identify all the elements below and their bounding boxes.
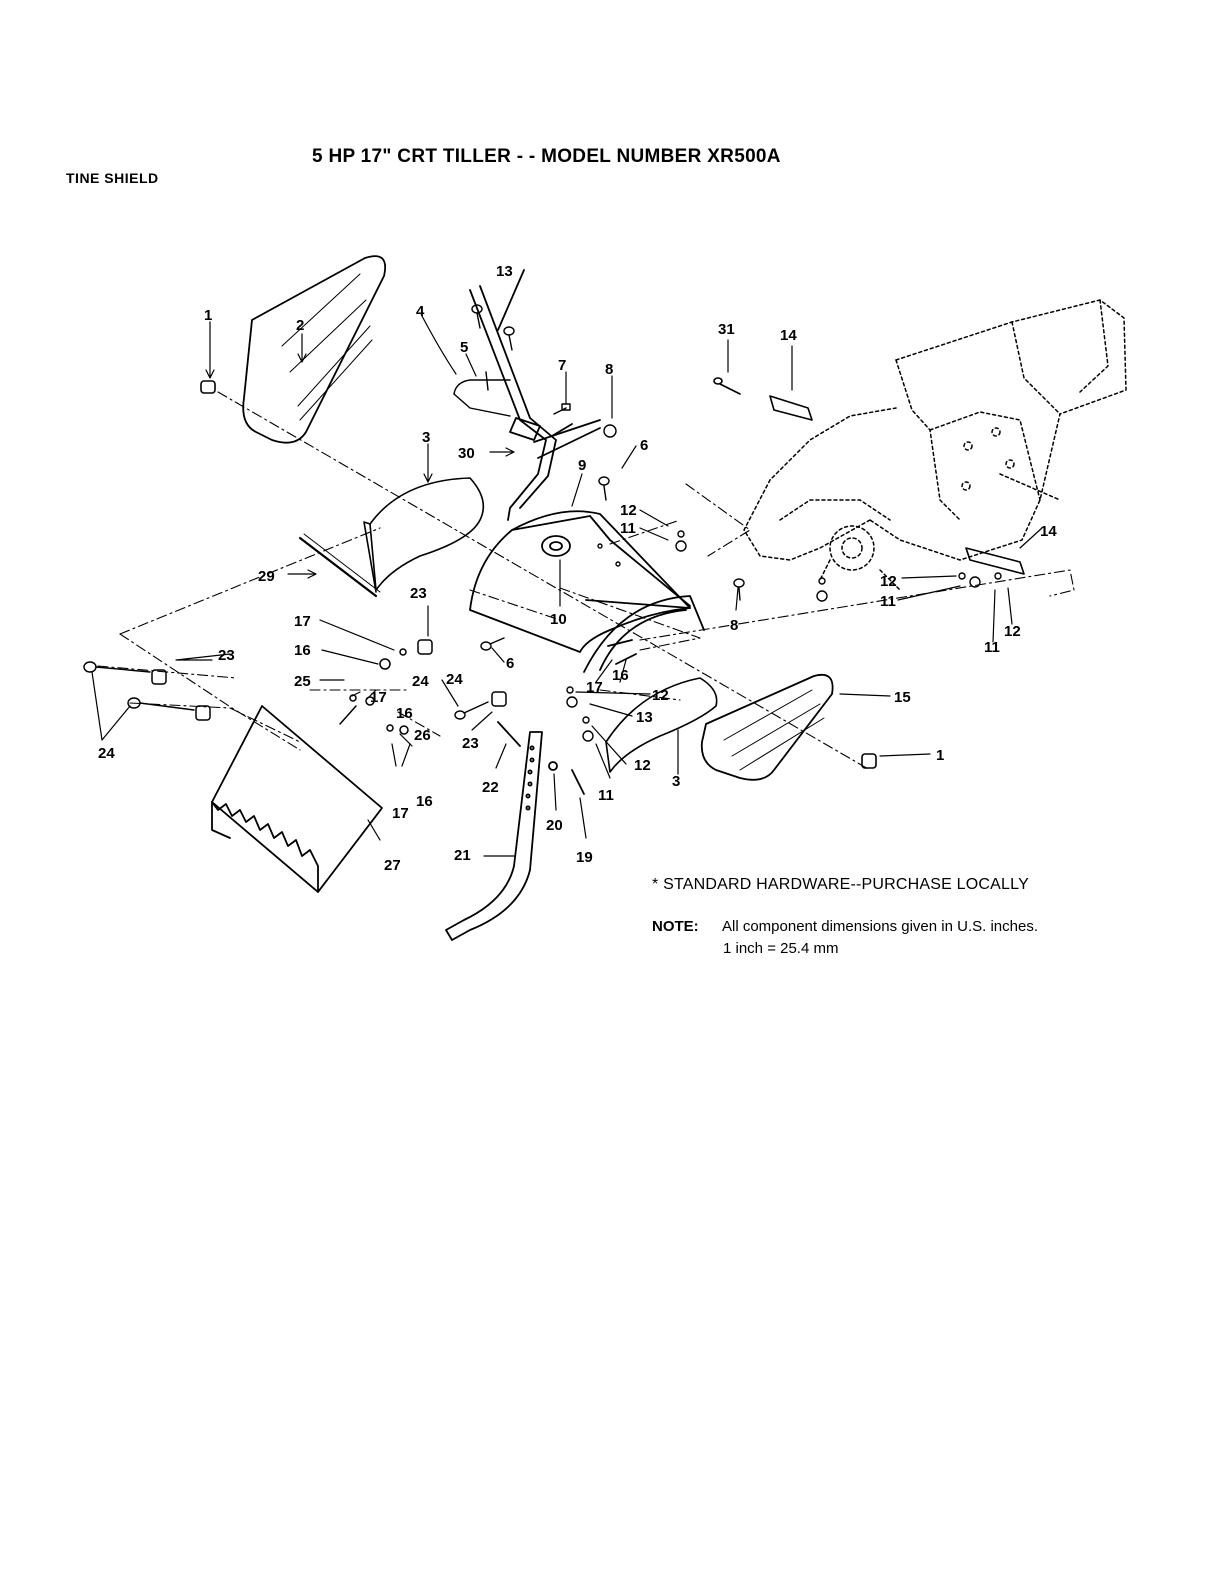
callout-label: 25 (294, 673, 311, 690)
washers-nuts (566, 530, 1002, 742)
callout-label: 1 (204, 307, 212, 324)
note-text: All component dimensions given in U.S. i… (722, 918, 1038, 935)
callout-label: 2 (296, 317, 304, 334)
callout-labels: 1 2 3 4 5 7 8 6 13 30 9 31 14 12 11 10 1… (98, 263, 1057, 874)
transmission-outline (743, 299, 1127, 591)
callout-label: 24 (412, 673, 429, 690)
callout-label: 8 (605, 361, 613, 378)
rod-4-5 (453, 371, 511, 417)
callout-label: 6 (640, 437, 648, 454)
callout-label: 12 (1004, 623, 1021, 640)
callout-label: 16 (612, 667, 629, 684)
side-plate-right-15 (700, 673, 834, 781)
nut-1 (200, 380, 877, 769)
callout-label: 11 (880, 593, 896, 610)
callout-label: 3 (672, 773, 680, 790)
standard-hardware-note: * STANDARD HARDWARE--PURCHASE LOCALLY (652, 876, 1029, 893)
callout-label: 16 (396, 705, 413, 722)
callout-label: 6 (506, 655, 514, 672)
callout-label: 23 (462, 735, 479, 752)
callout-label: 11 (598, 787, 614, 804)
unit-conversion: 1 inch = 25.4 mm (723, 940, 839, 957)
callout-label: 31 (718, 321, 735, 338)
fender-flap-3 (363, 477, 718, 773)
callout-label: 3 (422, 429, 430, 446)
callout-label: 14 (1040, 523, 1057, 540)
callout-label: 16 (416, 793, 433, 810)
callout-label: 12 (634, 757, 651, 774)
callout-label: 21 (454, 847, 471, 864)
callout-label: 22 (482, 779, 499, 796)
bolt-24 (83, 661, 489, 720)
fasteners (480, 403, 745, 651)
rod-29 (298, 533, 381, 598)
assembly-lines (97, 391, 1075, 771)
callout-label: 17 (294, 613, 311, 630)
callout-label: 30 (458, 445, 475, 462)
side-plate-left-2 (242, 255, 386, 444)
callout-label: 13 (636, 709, 653, 726)
section-label: TINE SHIELD (66, 170, 159, 186)
callout-label: 24 (98, 745, 115, 762)
callout-label: 12 (652, 687, 669, 704)
callout-label: 10 (550, 611, 567, 628)
callout-label: 12 (620, 502, 637, 519)
callout-label: 17 (392, 805, 409, 822)
callout-label: 26 (414, 727, 431, 744)
callout-label: 4 (416, 303, 425, 320)
callout-label: 8 (730, 617, 738, 634)
leader-lines (91, 315, 1043, 857)
note-label: NOTE: (652, 918, 699, 935)
callout-label: 9 (578, 457, 586, 474)
callout-label: 27 (384, 857, 401, 874)
tine-shield-body (469, 510, 705, 673)
callout-label: 7 (558, 357, 566, 374)
callout-label: 5 (460, 339, 468, 356)
callout-label: 23 (218, 647, 235, 664)
callout-label: 12 (880, 573, 897, 590)
callout-label: 16 (294, 642, 311, 659)
callout-label: 23 (410, 585, 427, 602)
callout-label: 29 (258, 568, 275, 585)
callout-label: 17 (370, 689, 387, 706)
callout-label: 11 (984, 639, 1000, 656)
callout-label: 14 (780, 327, 797, 344)
dimension-note: NOTE: All component dimensions given in U… (652, 918, 1038, 935)
callout-label: 15 (894, 689, 911, 706)
tine-flap-27 (211, 705, 383, 893)
callout-label: 11 (620, 520, 636, 537)
bracket-14 (713, 377, 1025, 575)
callout-label: 19 (576, 849, 593, 866)
page-title: 5 HP 17" CRT TILLER - - MODEL NUMBER XR5… (312, 146, 781, 167)
callout-label: 17 (586, 679, 603, 696)
hitch-rod-9 (469, 269, 601, 521)
depth-bar-21 (445, 721, 585, 941)
callout-label: 20 (546, 817, 563, 834)
callout-label: 1 (936, 747, 944, 764)
callout-label: 13 (496, 263, 513, 280)
bolt-13 (471, 304, 515, 351)
callout-label: 24 (446, 671, 463, 688)
